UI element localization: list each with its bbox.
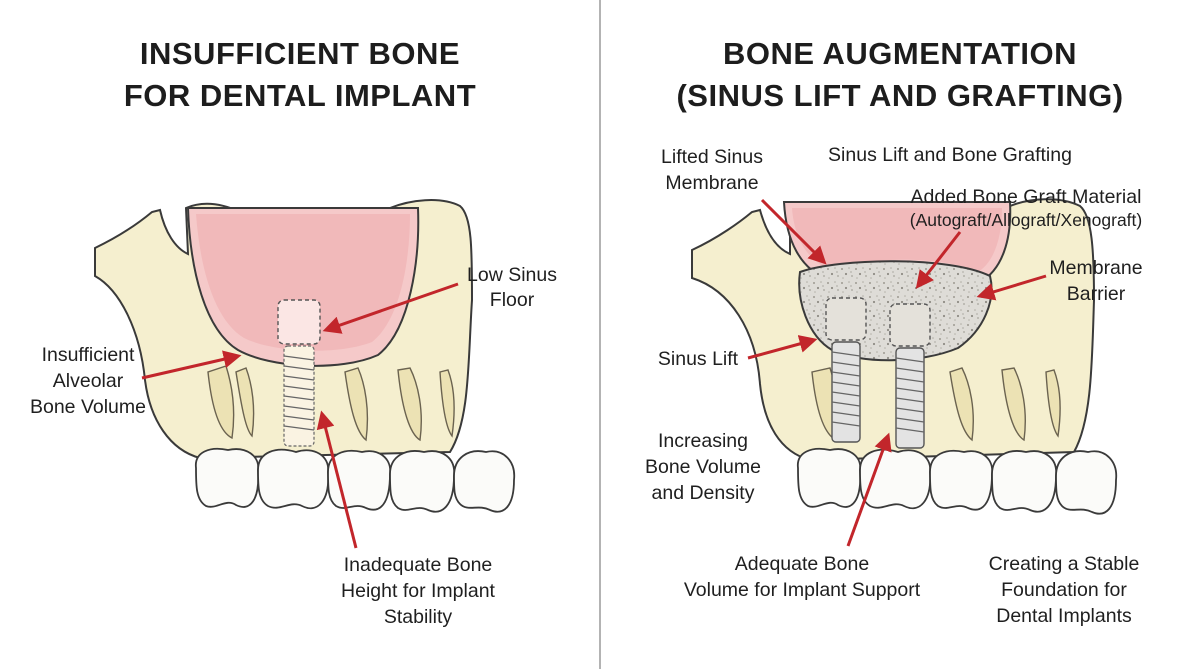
right-root-3: [1001, 367, 1026, 442]
label-increasing-2: Bone Volume: [645, 456, 761, 478]
label-insufficient-3: Bone Volume: [30, 396, 146, 418]
label-lifted-membrane-2: Membrane: [665, 172, 758, 194]
right-implant-1: [825, 297, 867, 443]
left-root-5: [439, 369, 455, 438]
arrow-membrane-barrier: [976, 274, 1047, 301]
left-root-3: [344, 367, 369, 442]
label-adequate-1: Adequate Bone: [735, 553, 869, 575]
label-insufficient-1: Insufficient: [42, 344, 135, 366]
arrow-inadequate: [316, 410, 358, 549]
arrow-adequate: [846, 432, 892, 547]
arrow-insufficient: [141, 350, 242, 380]
left-title-line1: INSUFFICIENT BONE: [140, 36, 460, 71]
left-root-4: [397, 367, 422, 442]
right-title-line2: (SINUS LIFT AND GRAFTING): [676, 78, 1123, 113]
right-root-4: [1045, 369, 1061, 438]
right-implant-2: [889, 303, 931, 449]
label-stable-1: Creating a Stable: [989, 553, 1140, 575]
label-sinus-lift: Sinus Lift: [658, 348, 739, 370]
arrow-added-graft: [915, 231, 962, 289]
label-membrane-barrier-2: Barrier: [1067, 283, 1126, 305]
left-root-1: [207, 365, 235, 440]
label-stable-2: Foundation for: [1001, 579, 1127, 601]
label-added-graft: Added Bone Graft Material: [911, 186, 1142, 208]
label-low-sinus-floor-1: Low Sinus: [467, 264, 557, 286]
label-adequate-2: Volume for Implant Support: [684, 579, 921, 601]
left-teeth: [195, 447, 516, 513]
label-low-sinus-floor-2: Floor: [490, 289, 535, 311]
right-title-line1: BONE AUGMENTATION: [723, 36, 1077, 71]
label-increasing-3: and Density: [652, 482, 755, 504]
right-teeth: [797, 447, 1118, 515]
arrow-lifted-membrane: [760, 198, 827, 265]
label-stable-3: Dental Implants: [996, 605, 1132, 627]
label-inadequate-1: Inadequate Bone: [344, 554, 493, 576]
label-insufficient-2: Alveolar: [53, 370, 124, 392]
label-lifted-membrane-1: Lifted Sinus: [661, 146, 763, 168]
label-sinus-lift-grafting: Sinus Lift and Bone Grafting: [828, 144, 1072, 166]
arrow-sinus-lift: [747, 335, 818, 360]
left-sinus-inner: [196, 214, 410, 351]
right-panel: BONE AUGMENTATION (SINUS LIFT AND GRAFTI…: [645, 36, 1143, 627]
label-membrane-barrier-1: Membrane: [1049, 257, 1142, 279]
right-root-2: [949, 367, 974, 442]
label-increasing-1: Increasing: [658, 430, 748, 452]
left-implant-ghost-abutment: [277, 299, 321, 345]
arrow-low-sinus-floor: [322, 282, 459, 334]
label-inadequate-2: Height for Implant: [341, 580, 495, 602]
left-panel: INSUFFICIENT BONE FOR DENTAL IMPLANT: [30, 36, 557, 628]
left-title-line2: FOR DENTAL IMPLANT: [124, 78, 476, 113]
left-implant-threads: [283, 355, 315, 431]
label-graft-types: (Autograft/Allograft/Xenograft): [910, 210, 1142, 230]
right-sinus-inner: [792, 208, 1002, 272]
left-root-2: [235, 367, 255, 438]
label-inadequate-3: Stability: [384, 606, 453, 628]
